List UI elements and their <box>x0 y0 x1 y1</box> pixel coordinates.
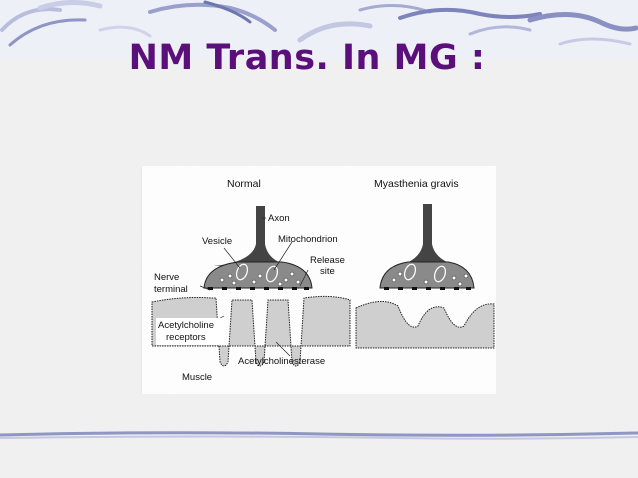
mg-mitochondrion-shape <box>433 265 447 283</box>
neuromuscular-junction-figure: Normal <box>141 166 496 394</box>
panel-heading-myasthenia-gravis: Myasthenia gravis <box>374 178 459 190</box>
mitochondrion-shape <box>265 265 279 283</box>
slide-title: NM Trans. In MG : <box>128 38 486 78</box>
panel-heading-normal: Normal <box>227 178 261 190</box>
label-acetylcholinesterase: Acetylcholinesterase <box>238 356 325 367</box>
release-sites <box>208 287 309 290</box>
mg-mitochondrion-shape <box>403 263 417 281</box>
label-release-site-line1: Release <box>310 255 345 266</box>
label-muscle: Muscle <box>182 372 212 383</box>
label-ach-receptors-line1: Acetylcholine <box>158 320 214 331</box>
mg-nerve-terminal-dome <box>379 261 475 289</box>
label-release-site-line2: site <box>320 266 335 277</box>
label-nerve-terminal-line2: terminal <box>154 284 188 295</box>
label-axon: Axon <box>268 213 290 224</box>
ach-receptors-label-box <box>156 318 226 345</box>
decorative-bottom-rule <box>0 431 638 440</box>
decorative-swirl-banner <box>0 0 638 60</box>
axon-shape <box>214 206 292 266</box>
mg-release-sites <box>384 287 471 290</box>
label-mitochondrion: Mitochondrion <box>278 234 338 245</box>
mg-vesicles <box>391 271 469 287</box>
myasthenia-gravis-panel: Myasthenia gravis <box>355 178 495 349</box>
mg-axon-shape <box>398 204 458 266</box>
label-vesicle: Vesicle <box>202 236 232 247</box>
label-ach-receptors-line2: receptors <box>166 332 206 343</box>
label-nerve-terminal-line1: Nerve <box>154 272 179 283</box>
muscle-with-folds <box>151 295 351 367</box>
normal-panel: Normal <box>151 178 351 383</box>
nmj-diagram: Normal <box>151 178 495 383</box>
vesicles <box>219 271 301 287</box>
mg-muscle-simplified-folds <box>355 301 495 349</box>
mitochondrion-shape <box>235 263 249 281</box>
